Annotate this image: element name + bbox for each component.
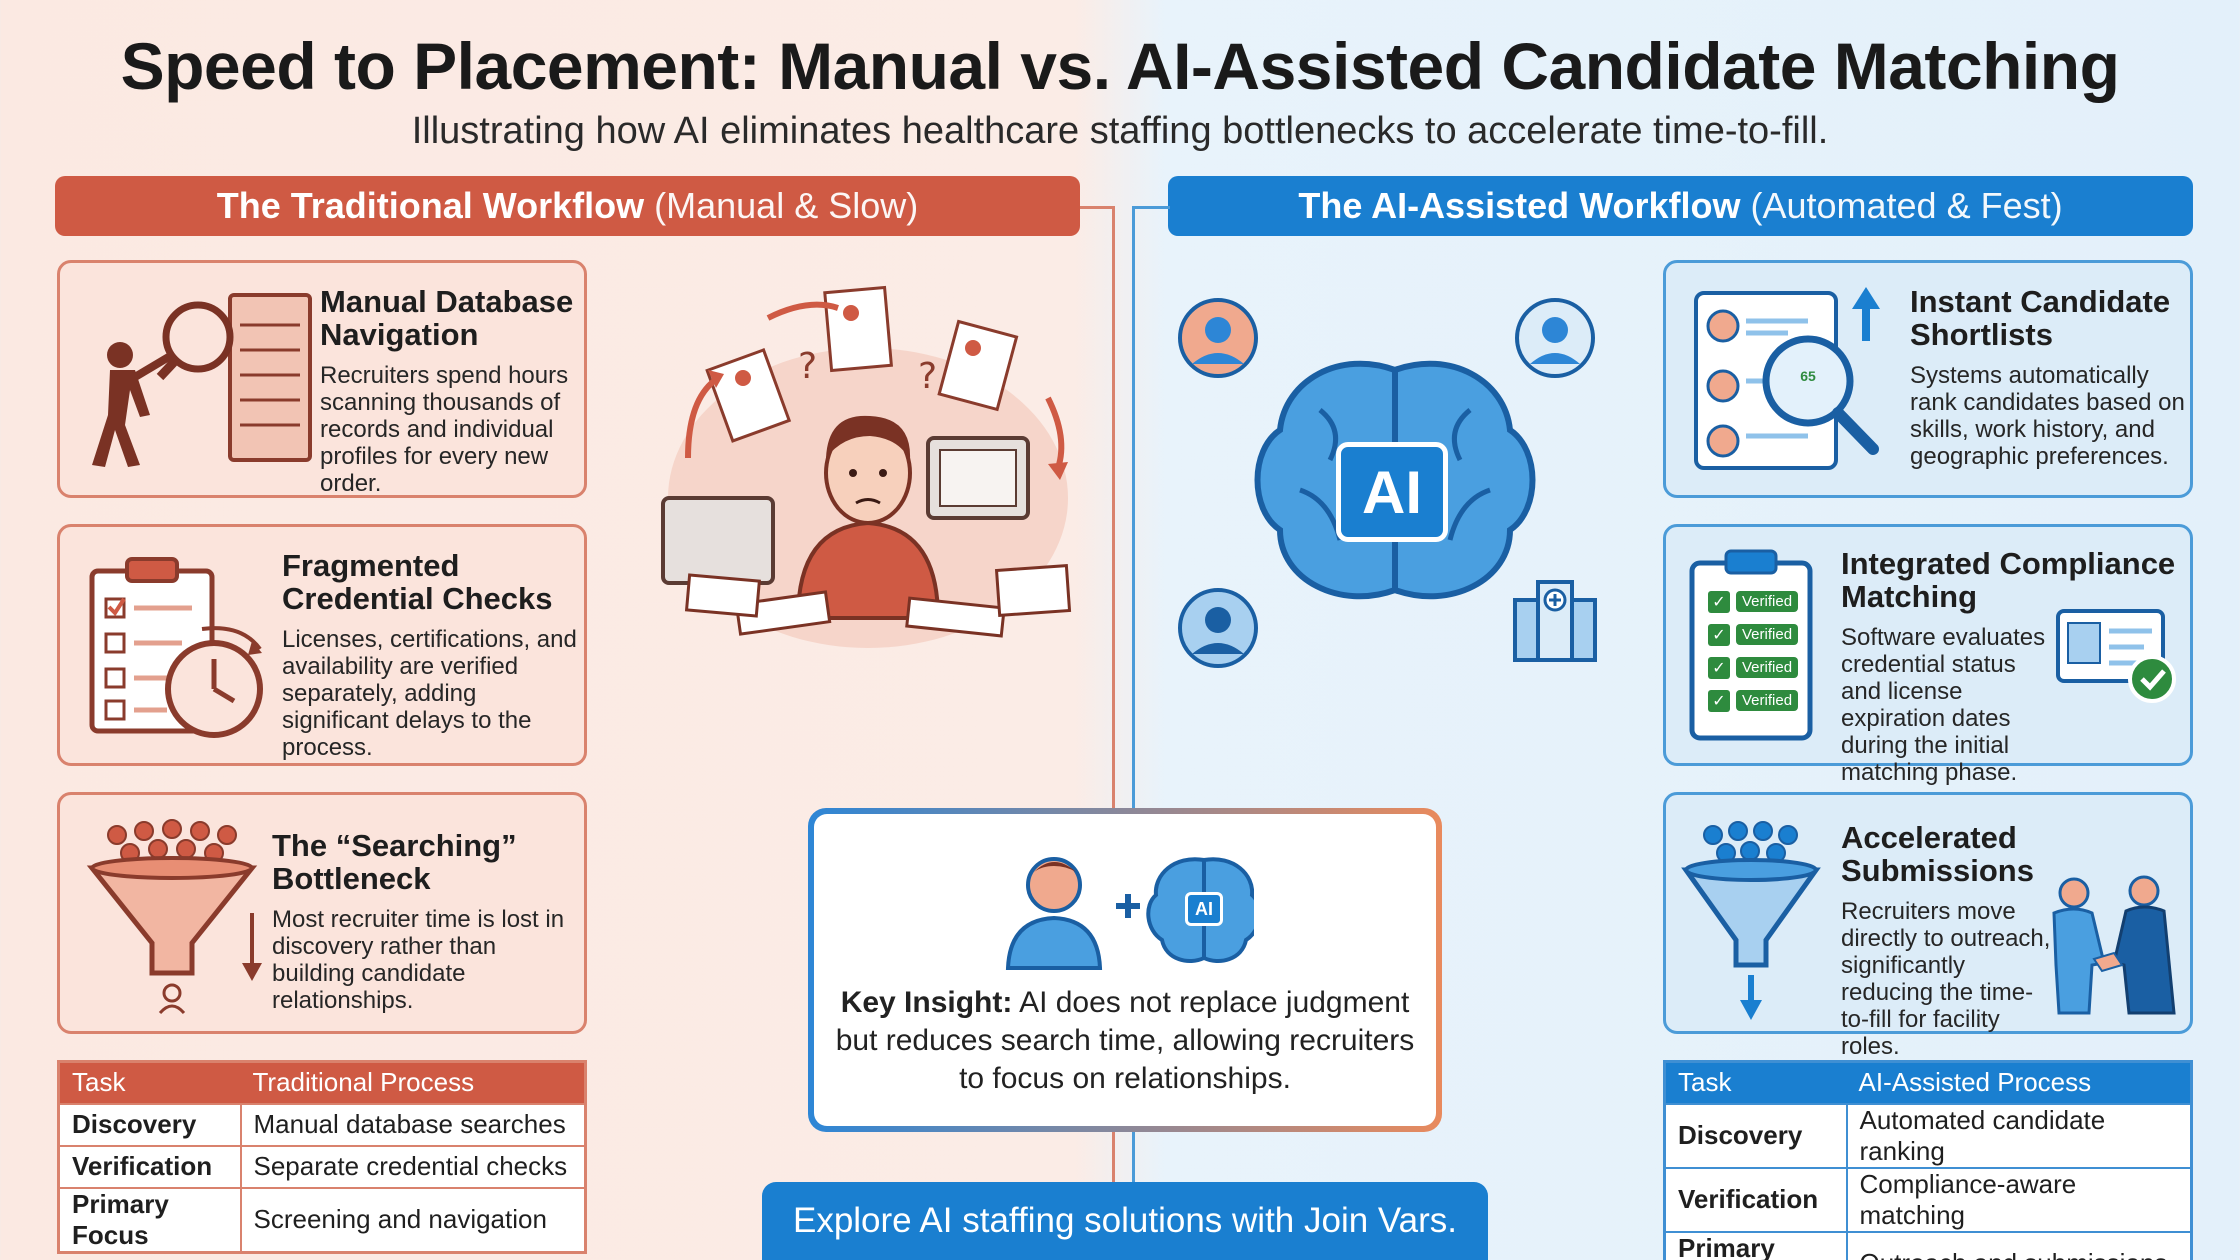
table-cell: Verification [58, 1144, 242, 1188]
table-cell: Separate credential checks [240, 1144, 587, 1188]
table-cell: Automated candidate ranking [1846, 1102, 2193, 1168]
table-header: AI-Assisted Process [1846, 1061, 2192, 1104]
table-cell: Verification [1664, 1166, 1848, 1232]
traditional-header-note: (Manual & Slow) [654, 185, 919, 226]
table-cell: Discovery [58, 1102, 242, 1146]
card-body: Software evaluates credential status and… [1841, 623, 2046, 787]
traditional-divider-hook [1080, 206, 1114, 209]
insight-body: AI does not replace judgment but reduces… [835, 986, 1415, 1095]
card-title: The “Searching” Bottleneck [272, 828, 517, 897]
table-header: Task [1664, 1061, 1847, 1104]
card-fragmented-credential-checks: Fragmented Credential Checks Licenses, c… [57, 524, 587, 766]
ai-header-title: The AI-Assisted Workflow [1298, 185, 1741, 226]
insight-lead: Key Insight: [840, 986, 1013, 1019]
verified-item: ✓ Verified [1708, 618, 1799, 651]
traditional-comparison-table: Task Traditional Process Discovery Manua… [57, 1060, 587, 1254]
card-body: Recruiters spend hours scanning thousand… [320, 361, 569, 498]
key-insight-box: AI Key Insight: AI does not replace judg… [808, 808, 1442, 1132]
table-row: Verification Compliance-aware matching [1664, 1166, 2193, 1232]
ai-workflow-header: The AI-Assisted Workflow (Automated & Fe… [1168, 176, 2193, 236]
ai-comparison-table: Task AI-Assisted Process Discovery Autom… [1663, 1060, 2193, 1260]
verified-item: ✓ Verified [1708, 585, 1799, 618]
table-header: Task [58, 1061, 241, 1104]
ai-header-note: (Automated & Fest) [1750, 185, 2063, 226]
verified-list: ✓ Verified ✓ Verified ✓ Verified ✓ Verif… [1708, 585, 1799, 717]
card-title: Instant Candidate Shortlists [1910, 284, 2171, 353]
insight-ai-chip: AI [1185, 892, 1223, 926]
verified-badge: Verified [1736, 624, 1799, 645]
table-cell: Outreach and submissions [1846, 1230, 2193, 1260]
verified-badge: Verified [1736, 690, 1799, 711]
ai-divider-hook [1132, 206, 1170, 209]
database-search-icon [92, 293, 312, 467]
card-body: Recruiters move directly to outreach, si… [1841, 897, 2051, 1061]
traditional-divider [1112, 206, 1115, 1216]
candidate-search-icon [1694, 287, 1880, 470]
page-subtitle: Illustrating how AI eliminates healthcar… [411, 110, 1829, 152]
verified-badge: Verified [1736, 591, 1799, 612]
card-searching-bottleneck: The “Searching” Bottleneck Most recruite… [57, 792, 587, 1034]
table-cell: Compliance-aware matching [1846, 1166, 2193, 1232]
human-plus-ai-icon [1005, 857, 1254, 970]
table-row: Discovery Automated candidate ranking [1664, 1102, 2193, 1168]
check-icon: ✓ [1708, 590, 1730, 613]
table-cell: Discovery [1664, 1102, 1848, 1168]
table-cell: Primary Focus [1664, 1230, 1848, 1260]
card-body: Most recruiter time is lost in discovery… [272, 905, 565, 1015]
insight-text: Key Insight: AI does not replace judgmen… [814, 984, 1436, 1097]
check-icon: ✓ [1708, 656, 1730, 679]
overwhelmed-recruiter-illustration: ? ? [661, 285, 1072, 648]
card-body: Systems automatically rank candidates ba… [1910, 361, 2185, 471]
table-cell: Primary Focus [58, 1186, 242, 1252]
traditional-workflow-header: The Traditional Workflow (Manual & Slow) [55, 176, 1080, 236]
match-score-label: 65 [1800, 368, 1816, 384]
table-row: Discovery Manual database searches [58, 1102, 587, 1146]
card-body: Licenses, certifications, and availabili… [282, 625, 577, 762]
svg-text:?: ? [918, 356, 937, 397]
page-title: Speed to Placement: Manual vs. AI-Assist… [120, 29, 2120, 103]
traditional-header-title: The Traditional Workflow [216, 185, 645, 226]
card-accelerated-submissions: Accelerated Submissions Recruiters move … [1663, 792, 2193, 1060]
card-title: Accelerated Submissions [1841, 820, 2034, 889]
table-header: Traditional Process [240, 1061, 586, 1104]
id-card-check-icon [2056, 609, 2176, 703]
candidate-avatar-icon [1178, 298, 1258, 378]
ai-divider [1132, 206, 1135, 1216]
table-cell: Manual database searches [240, 1102, 587, 1146]
check-icon: ✓ [1708, 689, 1730, 712]
explore-cta-button[interactable]: Explore AI staffing solutions with Join … [762, 1182, 1488, 1260]
verified-item: ✓ Verified [1708, 684, 1799, 717]
blue-funnel-icon [1681, 821, 1821, 1020]
table-row: Verification Separate credential checks [58, 1144, 587, 1188]
card-instant-candidate-shortlists: 65 Instant Candidate Shortlists Systems … [1663, 260, 2193, 498]
table-row: Primary Focus Screening and navigation [58, 1186, 587, 1252]
svg-text:?: ? [798, 346, 817, 387]
card-title: Manual Database Navigation [320, 284, 574, 353]
verified-badge: Verified [1736, 657, 1799, 678]
funnel-icon [86, 819, 262, 1015]
table-row: Primary Focus Outreach and submissions [1664, 1230, 2193, 1260]
card-integrated-compliance-matching: ✓ Verified ✓ Verified ✓ Verified ✓ Verif… [1663, 524, 2193, 786]
verified-item: ✓ Verified [1708, 651, 1799, 684]
clipboard-clock-icon [89, 557, 263, 738]
card-manual-database-navigation: Manual Database Navigation Recruiters sp… [57, 260, 587, 498]
card-title: Fragmented Credential Checks [282, 548, 553, 617]
handshake-icon [2052, 875, 2176, 1015]
card-title: Integrated Compliance Matching [1841, 546, 2176, 615]
check-icon: ✓ [1708, 623, 1730, 646]
table-cell: Screening and navigation [240, 1186, 587, 1252]
ai-chip-label: AI [1336, 442, 1448, 542]
